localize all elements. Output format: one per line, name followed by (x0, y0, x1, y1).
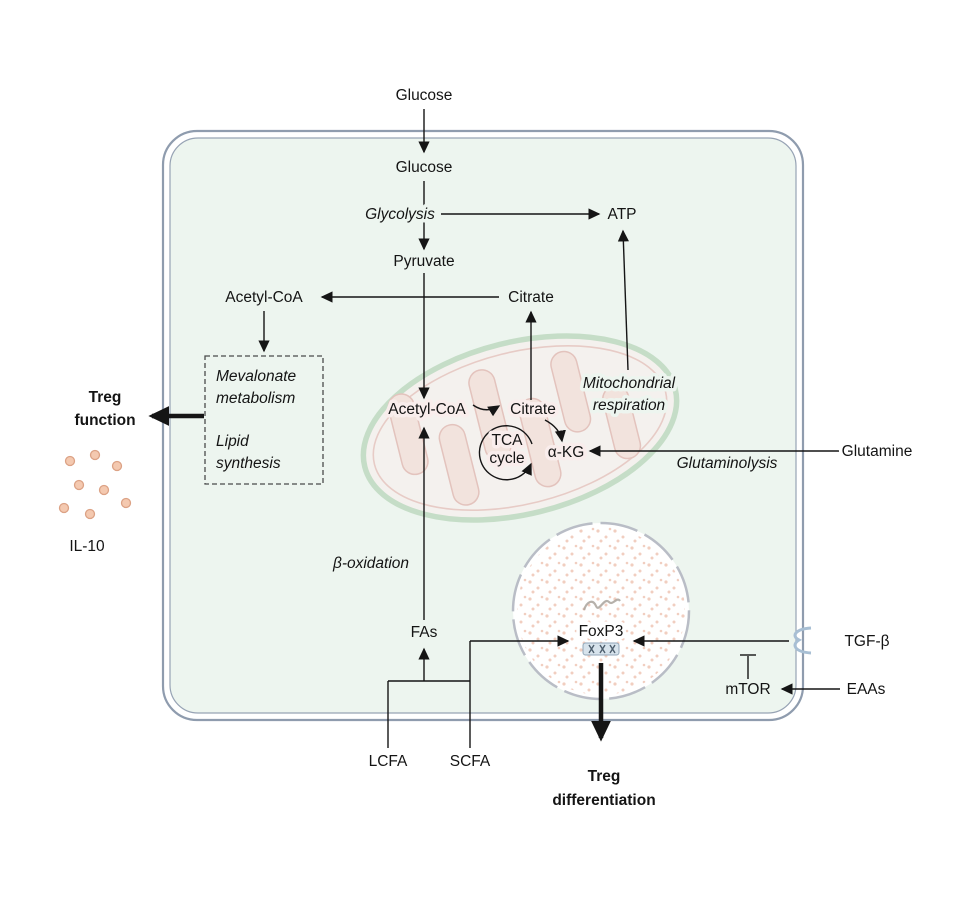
arrow-respiration-to-atp (617, 229, 629, 371)
label-glycolysis: Glycolysis (365, 206, 435, 223)
arrow-acetylcoa-to-citrate-mito (472, 404, 501, 417)
label-mevalonate-line1: Mevalonate (216, 368, 297, 385)
lipid-metabolism-box (204, 355, 324, 485)
label-acetyl-coa-mito: Acetyl-CoA (388, 401, 466, 418)
tgfb-receptor-icon (793, 626, 812, 655)
label-tca-line1: TCA (492, 432, 524, 449)
label-treg-function-line1: Treg (89, 389, 122, 406)
label-mtor: mTOR (725, 681, 770, 698)
label-treg-differentiation-line1: Treg (588, 768, 621, 785)
label-tgf-beta: TGF-β (844, 633, 889, 650)
label-lipid-line1: Lipid (216, 433, 250, 450)
label-eaas: EAAs (847, 681, 886, 698)
label-citrate-cytosol: Citrate (508, 289, 554, 306)
label-acetyl-coa-cytosol: Acetyl-CoA (225, 289, 303, 306)
pathway-arrows (148, 109, 840, 748)
label-treg-differentiation-line2: differentiation (552, 792, 655, 809)
il10-dots-icon (58, 449, 132, 520)
label-treg-function-line2: function (74, 412, 135, 429)
tca-cycle-arrow (478, 425, 533, 481)
label-glucose-intracellular: Glucose (396, 159, 453, 176)
arrow-citrate-to-akg (544, 419, 566, 443)
label-mito-respiration-line1: Mitochondrial (583, 375, 676, 392)
nucleus (511, 521, 691, 701)
label-alpha-kg: α-KG (548, 444, 585, 461)
label-glutamine: Glutamine (842, 443, 913, 460)
label-lipid-line2: synthesis (216, 455, 281, 472)
label-il10: IL-10 (69, 538, 105, 555)
label-beta-oxidation: β-oxidation (332, 555, 409, 572)
label-fas: FAs (411, 624, 438, 641)
label-scfa: SCFA (450, 753, 491, 770)
nucleolus-squiggle (582, 598, 621, 611)
label-tca-line2: cycle (489, 450, 524, 467)
label-glucose-extracellular: Glucose (396, 87, 453, 104)
label-citrate-mito: Citrate (510, 401, 556, 418)
label-glutaminolysis: Glutaminolysis (677, 455, 778, 472)
label-atp: ATP (608, 206, 637, 223)
label-pyruvate: Pyruvate (393, 253, 454, 270)
label-lcfa: LCFA (369, 753, 408, 770)
label-mito-respiration-line2: respiration (593, 397, 665, 414)
mitochondrion-icon (360, 333, 680, 523)
label-mevalonate-line2: metabolism (216, 390, 295, 407)
label-foxp3: FoxP3 (579, 623, 624, 640)
dna-icon (582, 642, 620, 656)
labels: Glucose Glucose Glycolysis ATP Pyruvate … (69, 87, 916, 809)
